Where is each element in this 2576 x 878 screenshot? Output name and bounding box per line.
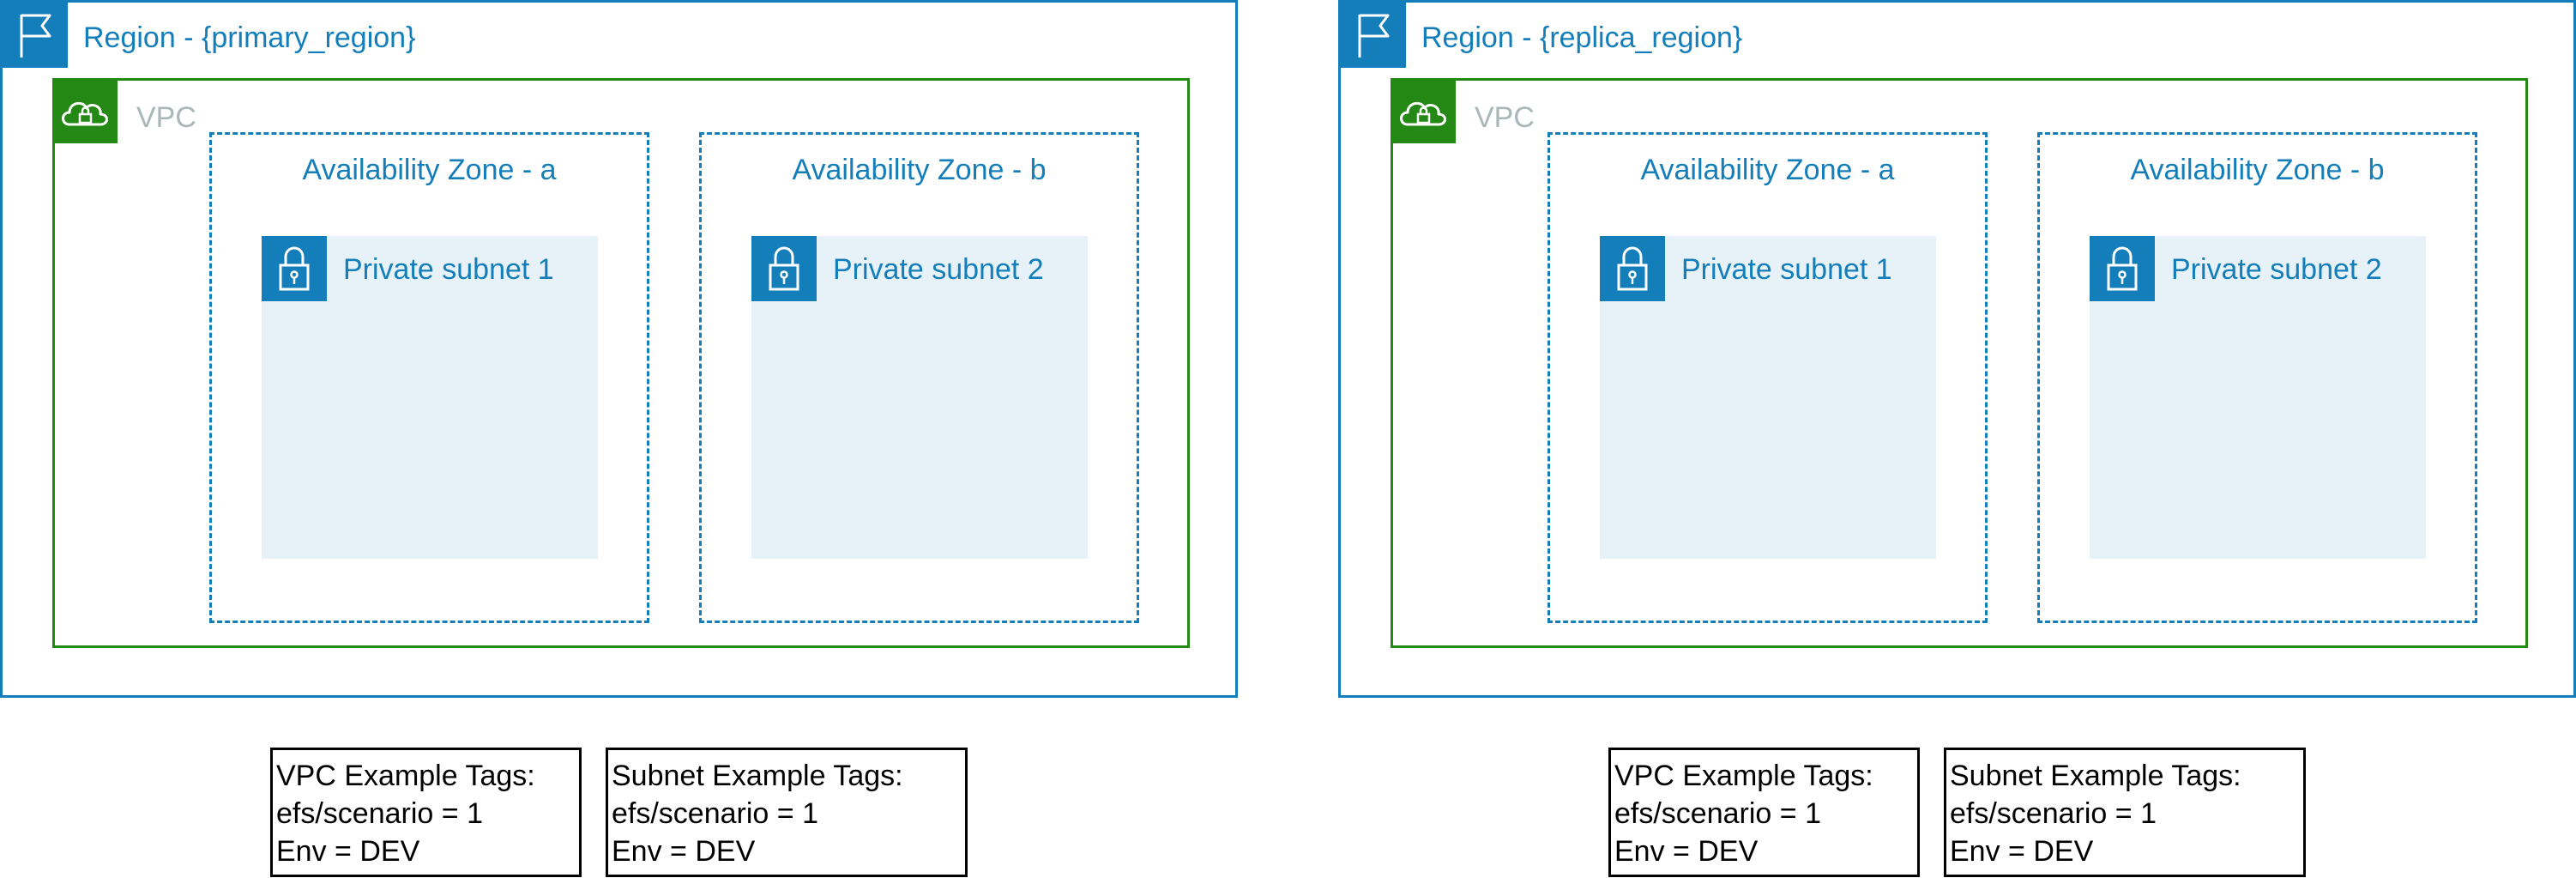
primary-vpc-group: VPC Availability Zone - a Private subnet… xyxy=(52,78,1190,648)
padlock-icon xyxy=(751,236,817,301)
replica-az-a-label: Availability Zone - a xyxy=(1640,154,1895,186)
replica-vpc-label: VPC xyxy=(1475,101,1535,134)
primary-subnet-2-label: Private subnet 2 xyxy=(833,253,1044,286)
primary-subnet-tags-box: Subnet Example Tags: efs/scenario = 1 En… xyxy=(606,748,968,877)
replica-private-subnet-1: Private subnet 1 xyxy=(1600,236,1936,559)
tag-line: efs/scenario = 1 xyxy=(612,797,818,830)
replica-region-label: Region - {replica_region} xyxy=(1421,21,1743,54)
replica-az-b-label: Availability Zone - b xyxy=(2130,154,2385,186)
primary-az-a-group: Availability Zone - a Private subnet 1 xyxy=(209,132,649,623)
replica-subnet-2-label: Private subnet 2 xyxy=(2171,253,2382,286)
tag-line: VPC Example Tags: xyxy=(1614,760,1873,792)
replica-subnet-1-label: Private subnet 1 xyxy=(1681,253,1892,286)
primary-vpc-label: VPC xyxy=(136,101,196,134)
primary-private-subnet-2: Private subnet 2 xyxy=(751,236,1088,559)
tag-line: efs/scenario = 1 xyxy=(276,797,483,830)
primary-vpc-tags-box: VPC Example Tags: efs/scenario = 1 Env =… xyxy=(270,748,582,877)
tag-line: Env = DEV xyxy=(276,835,420,868)
tag-line: efs/scenario = 1 xyxy=(1950,797,2157,830)
replica-subnet-tags-box: Subnet Example Tags: efs/scenario = 1 En… xyxy=(1944,748,2306,877)
tag-line: Env = DEV xyxy=(1950,835,2094,868)
tag-line: Subnet Example Tags: xyxy=(1950,760,2241,792)
primary-region-label: Region - {primary_region} xyxy=(83,21,416,54)
replica-vpc-tags-box: VPC Example Tags: efs/scenario = 1 Env =… xyxy=(1608,748,1920,877)
primary-private-subnet-1: Private subnet 1 xyxy=(262,236,598,559)
primary-region-group: Region - {primary_region} VPC Availabili… xyxy=(0,0,1238,698)
tag-line: Subnet Example Tags: xyxy=(612,760,903,792)
tag-line: efs/scenario = 1 xyxy=(1614,797,1821,830)
primary-az-b-group: Availability Zone - b Private subnet 2 xyxy=(699,132,1139,623)
replica-az-b-group: Availability Zone - b Private subnet 2 xyxy=(2037,132,2477,623)
primary-az-b-label: Availability Zone - b xyxy=(792,154,1047,186)
padlock-icon xyxy=(1600,236,1665,301)
flag-icon xyxy=(1341,3,1406,68)
tag-line: Env = DEV xyxy=(1614,835,1759,868)
tag-line: VPC Example Tags: xyxy=(276,760,535,792)
cloud-lock-icon xyxy=(52,78,118,143)
primary-az-a-label: Availability Zone - a xyxy=(302,154,557,186)
flag-icon xyxy=(3,3,68,68)
primary-subnet-1-label: Private subnet 1 xyxy=(343,253,554,286)
replica-region-group: Region - {replica_region} VPC Availabili… xyxy=(1338,0,2576,698)
tag-line: Env = DEV xyxy=(612,835,756,868)
cloud-lock-icon xyxy=(1391,78,1456,143)
replica-private-subnet-2: Private subnet 2 xyxy=(2090,236,2426,559)
replica-az-a-group: Availability Zone - a Private subnet 1 xyxy=(1547,132,1988,623)
padlock-icon xyxy=(2090,236,2155,301)
replica-vpc-group: VPC Availability Zone - a Private subnet… xyxy=(1391,78,2528,648)
padlock-icon xyxy=(262,236,327,301)
